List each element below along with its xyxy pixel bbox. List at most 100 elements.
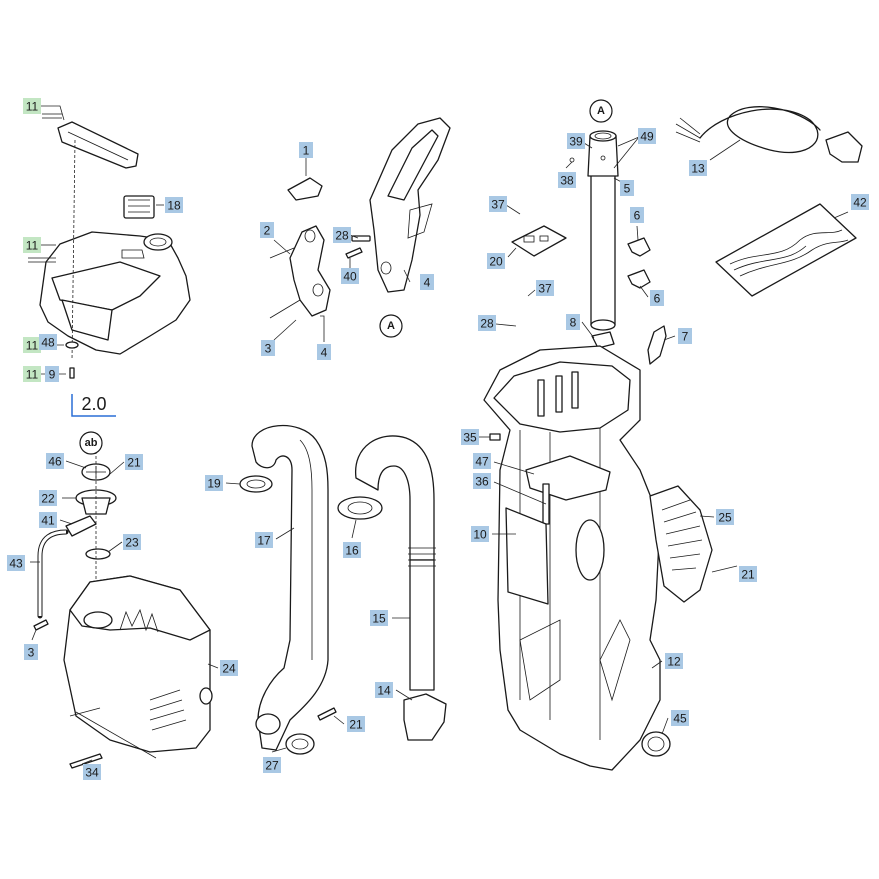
part-label-text: 13: [691, 162, 705, 176]
part-main-housing: [483, 345, 661, 771]
part-hose-15: [355, 435, 436, 691]
part-label-box: [739, 566, 757, 582]
part-label-box: [489, 196, 507, 212]
part-label-box: [341, 268, 359, 284]
part-seal-19: [239, 475, 273, 493]
callout-a-handle: A: [379, 314, 403, 338]
part-label-10: 10: [471, 526, 489, 542]
part-label-box: [487, 253, 505, 269]
part-grille: [649, 485, 713, 603]
part-label-4: 4: [420, 274, 434, 290]
part-label-text: 10: [473, 528, 487, 542]
part-screw-21c: [317, 707, 337, 721]
part-label-box: [260, 222, 274, 238]
part-label-box: [205, 475, 223, 491]
part-switch-holder-1: [287, 177, 323, 201]
part-label-8: 8: [566, 314, 580, 330]
part-filter-plate: [505, 507, 549, 605]
part-washer-48: [65, 341, 79, 349]
part-label-box: [23, 366, 41, 382]
part-label-text: 46: [48, 455, 62, 469]
part-label-28: 28: [478, 315, 496, 331]
part-label-43: 43: [7, 555, 25, 571]
part-label-text: 24: [222, 662, 236, 676]
part-label-text: 34: [85, 766, 99, 780]
part-label-box: [678, 328, 692, 344]
part-label-46: 46: [46, 453, 64, 469]
part-label-box: [24, 644, 38, 660]
part-label-41: 41: [39, 512, 57, 528]
part-label-text: 1: [303, 144, 310, 158]
part-label-16: 16: [343, 542, 361, 558]
part-label-text: 22: [41, 492, 55, 506]
part-label-text: 40: [343, 270, 357, 284]
part-label-box: [567, 133, 585, 149]
part-label-text: 17: [257, 534, 271, 548]
part-hook-7: [647, 325, 667, 365]
part-label-box: [220, 660, 238, 676]
part-label-text: 15: [372, 612, 386, 626]
part-clip-lower: [627, 269, 651, 289]
part-label-box: [255, 532, 273, 548]
part-label-27: 27: [263, 757, 281, 773]
part-label-47: 47: [473, 453, 491, 469]
part-label-35: 35: [461, 429, 479, 445]
part-tank: [63, 575, 213, 759]
part-handle-strip: [42, 113, 139, 169]
part-label-box: [638, 128, 656, 144]
part-seal-16: [337, 496, 383, 520]
part-label-1: 1: [299, 142, 313, 158]
part-label-text: 6: [654, 292, 661, 306]
part-label-box: [630, 207, 644, 223]
leader-lines: [30, 105, 849, 765]
part-label-text: 49: [640, 130, 654, 144]
part-label-11: 11: [23, 98, 41, 114]
part-label-text: 5: [624, 182, 631, 196]
part-label-21: 21: [347, 716, 365, 732]
part-label-text: 11: [26, 368, 39, 382]
part-label-text: 7: [682, 330, 689, 344]
part-label-17: 17: [255, 532, 273, 548]
part-screw-40: [345, 247, 363, 259]
part-label-text: 35: [463, 431, 477, 445]
part-label-11: 11: [23, 366, 41, 382]
part-label-18: 18: [165, 197, 183, 213]
part-label-11: 11: [23, 337, 41, 353]
part-label-text: 25: [718, 511, 732, 525]
part-label-text: 11: [26, 239, 39, 253]
part-label-box: [620, 180, 634, 196]
part-label-box: [461, 429, 479, 445]
part-label-box: [23, 237, 41, 253]
part-label-text: 4: [321, 346, 328, 360]
part-label-text: 47: [475, 455, 489, 469]
part-label-box: [123, 534, 141, 550]
part-label-text: 41: [41, 514, 55, 528]
part-label-text: 12: [667, 655, 681, 669]
group-label-underline: [71, 394, 116, 417]
part-screw-35: [489, 433, 501, 441]
part-handle-bracket: [269, 225, 331, 319]
part-label-2: 2: [260, 222, 274, 238]
part-label-text: 28: [480, 317, 494, 331]
part-label-text: 21: [349, 718, 363, 732]
part-label-box: [689, 160, 707, 176]
part-label-text: 4: [424, 276, 431, 290]
part-label-37: 37: [489, 196, 507, 212]
callout-a-handle-text: A: [387, 320, 395, 332]
part-label-box: [671, 710, 689, 726]
part-label-box: [665, 653, 683, 669]
part-label-23: 23: [123, 534, 141, 550]
callout-a-tube: A: [589, 99, 613, 123]
part-label-6: 6: [650, 290, 664, 306]
group-label-text: 2.0: [81, 394, 106, 414]
part-label-box: [566, 314, 580, 330]
callout-a-tube-text: A: [597, 105, 605, 117]
part-label-36: 36: [473, 473, 491, 489]
part-label-box: [851, 194, 869, 210]
part-label-22: 22: [39, 490, 57, 506]
part-label-5: 5: [620, 180, 634, 196]
part-label-12: 12: [665, 653, 683, 669]
part-label-45: 45: [671, 710, 689, 726]
part-label-box: [261, 340, 275, 356]
